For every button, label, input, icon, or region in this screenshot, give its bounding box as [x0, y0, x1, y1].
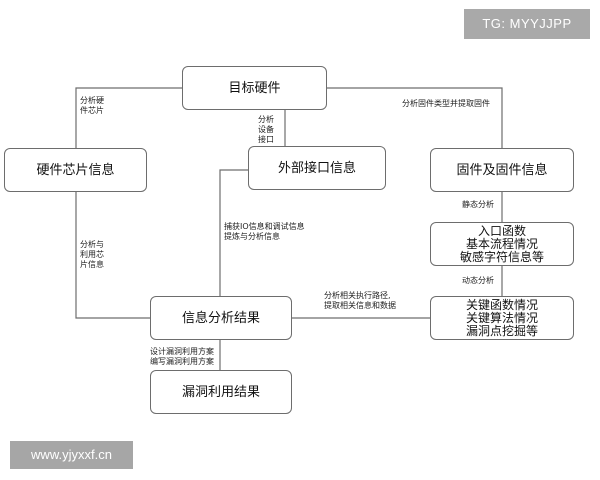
watermark-top-right: TG: MYYJJPP	[464, 9, 590, 39]
edge-label-line: 件芯片	[80, 106, 104, 115]
node-hardware-chip-info-label: 硬件芯片信息	[36, 162, 115, 178]
edge-target-firmware	[327, 87, 503, 148]
node-target-hardware-label: 目标硬件	[228, 80, 281, 96]
edge-label-line: 接口	[258, 135, 274, 144]
static-result-line: 基本流程情况	[465, 236, 538, 251]
edge-label-line: 提炼与分析信息	[224, 232, 280, 241]
node-external-interface-info-label: 外部接口信息	[277, 160, 356, 176]
edge-target-chip	[75, 87, 182, 148]
watermark-bottom-left: www.yjyxxf.cn	[10, 441, 133, 469]
node-exploit-result-label: 漏洞利用结果	[181, 384, 260, 400]
edge-label-target-chip: 分析硬 件芯片	[80, 96, 104, 116]
static-result-line: 入口函数	[477, 223, 526, 238]
node-exploit-result: 漏洞利用结果	[150, 370, 292, 414]
watermark-top-right-text: TG: MYYJJPP	[482, 16, 572, 31]
node-info-analysis-result-label: 信息分析结果	[181, 310, 260, 326]
node-firmware-info-label: 固件及固件信息	[456, 162, 548, 178]
edge-chip-analysis	[75, 192, 150, 319]
node-external-interface-info: 外部接口信息	[248, 146, 386, 190]
edge-label-analysis-exploit: 设计漏洞利用方案 编写漏洞利用方案	[150, 347, 214, 367]
edge-label-target-iface: 分析 设备 接口	[258, 115, 274, 145]
edge-label-line: 利用芯	[80, 250, 104, 259]
edge-label-static-dynamic: 动态分析	[462, 276, 494, 286]
node-dynamic-analysis-result: 关键函数情况 关键算法情况 漏洞点挖掘等	[430, 296, 574, 340]
edge-label-line: 分析	[258, 115, 274, 124]
edge-label-line: 分析相关执行路径,	[324, 291, 391, 300]
static-result-line: 敏感字符信息等	[459, 249, 544, 264]
dynamic-result-line: 关键函数情况	[465, 297, 538, 312]
node-static-analysis-result: 入口函数 基本流程情况 敏感字符信息等	[430, 222, 574, 266]
edge-label-target-firmware: 分析固件类型并提取固件	[402, 99, 490, 109]
watermark-bottom-left-text: www.yjyxxf.cn	[31, 447, 112, 462]
node-hardware-chip-info: 硬件芯片信息	[4, 148, 147, 192]
edge-label-line: 分析与	[80, 240, 104, 249]
edge-label-line: 动态分析	[462, 276, 494, 285]
edge-iface-analysis	[219, 169, 248, 296]
dynamic-result-line: 关键算法情况	[465, 310, 538, 325]
edge-label-line: 分析固件类型并提取固件	[402, 99, 490, 108]
edge-label-line: 片信息	[80, 260, 104, 269]
dynamic-result-line: 漏洞点挖掘等	[465, 323, 538, 338]
edge-label-line: 设计漏洞利用方案	[150, 347, 214, 356]
edge-label-line: 分析硬	[80, 96, 104, 105]
edge-label-line: 编写漏洞利用方案	[150, 357, 214, 366]
node-firmware-info: 固件及固件信息	[430, 148, 574, 192]
edge-label-iface-analysis: 捕获IO信息和调试信息 提炼与分析信息	[224, 222, 305, 242]
edge-label-firmware-static: 静态分析	[462, 200, 494, 210]
edge-label-line: 捕获IO信息和调试信息	[224, 222, 305, 231]
edge-label-chip-analysis: 分析与 利用芯 片信息	[80, 240, 104, 270]
node-target-hardware: 目标硬件	[182, 66, 327, 110]
edge-label-line: 静态分析	[462, 200, 494, 209]
edge-label-dynamic-analysis: 分析相关执行路径, 提取相关信息和数据	[324, 291, 396, 311]
node-info-analysis-result: 信息分析结果	[150, 296, 292, 340]
edge-label-line: 设备	[258, 125, 274, 134]
edge-label-line: 提取相关信息和数据	[324, 301, 396, 310]
